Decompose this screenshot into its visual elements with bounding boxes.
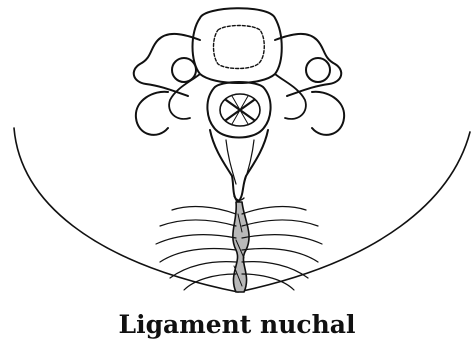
muscle-fibres-right [242,207,322,290]
spinous-process [210,130,268,202]
transverse-process-right [275,34,341,119]
muscle-fibres-left [156,207,236,290]
nuchal-ligament [233,202,249,292]
spinal-canal [207,82,270,138]
vertebral-body [193,8,282,83]
diagram-caption: Ligament nuchal [0,308,474,342]
transverse-process-left [134,34,200,119]
lateral-masses [136,92,344,135]
